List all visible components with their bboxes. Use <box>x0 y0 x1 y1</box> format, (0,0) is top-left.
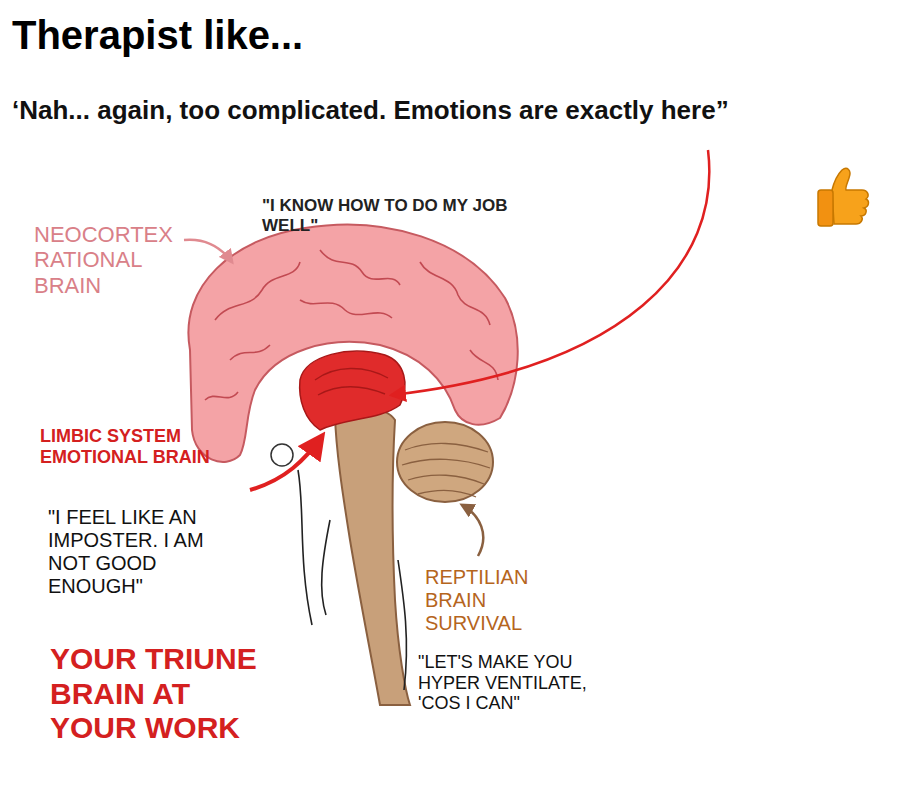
region-label: LIMBIC SYSTEM EMOTIONAL BRAIN <box>40 426 240 467</box>
region-label: NEOCORTEX RATIONAL BRAIN <box>34 222 184 298</box>
annotation-arrow <box>392 150 709 395</box>
subtitle-quote: ‘Nah... again, too complicated. Emotions… <box>12 96 729 126</box>
page-title: Therapist like... <box>12 12 303 58</box>
nerve-lines <box>298 470 406 690</box>
neocortex-pointer <box>184 240 232 262</box>
thought-quote: "LET'S MAKE YOU HYPER VENTILATE, 'COS I … <box>418 652 598 714</box>
limbic-pointer <box>250 436 322 490</box>
thought-quote: "I KNOW HOW TO DO MY JOB WELL" <box>262 196 562 235</box>
cerebellum-shape <box>397 422 493 502</box>
region-label: REPTILIAN BRAIN SURVIVAL <box>425 566 565 635</box>
reptilian-pointer <box>462 505 483 556</box>
limbic-shape <box>300 351 405 430</box>
white-nucleus <box>271 444 293 466</box>
thumbs-up-icon <box>818 168 868 226</box>
thought-quote: "I FEEL LIKE AN IMPOSTER. I AM NOT GOOD … <box>48 506 248 598</box>
cerebellum-lines <box>402 443 490 497</box>
limbic-lines <box>315 368 388 395</box>
image-caption: YOUR TRIUNE BRAIN AT YOUR WORK <box>50 642 275 746</box>
